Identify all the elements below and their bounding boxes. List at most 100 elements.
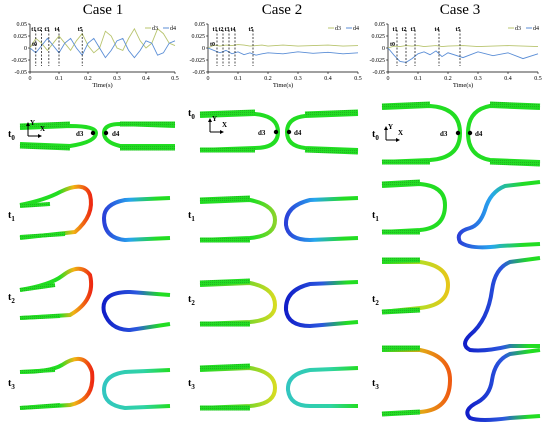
- y-tick-label: 0.025: [372, 34, 386, 40]
- time-marker-t0-label: t0: [32, 42, 37, 48]
- row-label-t1: t1: [372, 210, 379, 223]
- case1-t0-shape: d3 d4 Y X: [19, 119, 176, 151]
- x-tick-label: 0.3: [294, 76, 302, 82]
- probe-d4-label: d4: [294, 129, 302, 137]
- probe-d3-dot: [455, 130, 461, 136]
- probe-d3-dot: [273, 129, 279, 135]
- case2-t2-shape: [199, 278, 359, 329]
- case2-t1-shape: [199, 195, 359, 243]
- row-label-t3: t3: [8, 378, 15, 391]
- time-marker-label: t1: [213, 27, 218, 33]
- x-axis-label: Time(s): [92, 82, 112, 89]
- probe-d3-dot: [90, 130, 96, 136]
- time-marker-label: t5: [78, 27, 83, 33]
- y-tick-label: 0.05: [17, 22, 28, 28]
- x-tick-label: 0.3: [113, 76, 121, 82]
- time-marker-label: t3: [44, 27, 49, 33]
- y-tick-label: -0.025: [190, 58, 206, 64]
- row-label-t0: t0: [188, 108, 195, 121]
- row-label-t3: t3: [372, 378, 379, 391]
- probe-d4-dot: [103, 130, 109, 136]
- row-labels: t0 t1 t2 t3 t0 t1 t2 t3 t0 t1 t2 t3: [8, 108, 379, 391]
- case3-t1-shape: [381, 179, 541, 250]
- x-tick-label: 0.5: [171, 76, 179, 82]
- axis-y-letter: Y: [212, 115, 217, 123]
- row-label-t1: t1: [8, 210, 15, 223]
- y-tick-label: 0: [382, 46, 385, 52]
- legend-label-d3: d3: [515, 26, 521, 32]
- axis-y-letter: Y: [388, 123, 393, 131]
- x-tick-label: 0.2: [84, 76, 92, 82]
- series-d3-line: [29, 27, 176, 54]
- case3-title: Case 3: [440, 2, 480, 18]
- x-tick-label: 0.1: [234, 76, 242, 82]
- case1-t1-shape: [19, 184, 171, 243]
- time-marker-label: t4: [435, 27, 440, 33]
- y-tick-label: -0.05: [15, 70, 28, 76]
- row-label-t0: t0: [8, 129, 15, 142]
- x-tick-label: 0: [387, 76, 390, 82]
- time-marker-t0-label: t0: [390, 42, 395, 48]
- legend-label-d3: d3: [152, 26, 158, 32]
- axes-icon: Y X: [26, 119, 45, 138]
- probe-d3-label: d3: [258, 129, 266, 137]
- series-d3-line: [207, 44, 359, 49]
- legend-label-d4: d4: [170, 26, 176, 32]
- time-marker-label: t1: [31, 27, 36, 33]
- x-tick-label: 0.5: [534, 76, 542, 82]
- case2-title: Case 2: [262, 2, 302, 18]
- row-label-t1: t1: [188, 210, 195, 223]
- time-marker-t0-label: t0: [210, 42, 215, 48]
- probe-d3-label: d3: [76, 130, 84, 138]
- y-tick-label: 0.05: [375, 22, 386, 28]
- x-tick-label: 0.5: [354, 76, 362, 82]
- row-label-t0: t0: [372, 129, 379, 142]
- legend-label-d3: d3: [335, 26, 341, 32]
- case3-t3-shape: [381, 345, 541, 422]
- case1-t3-shape: [19, 356, 171, 411]
- y-tick-label: 0: [24, 46, 27, 52]
- time-marker-label: t2: [219, 27, 224, 33]
- x-tick-label: 0.4: [504, 76, 512, 82]
- time-marker-label: t2: [402, 27, 407, 33]
- y-tick-label: -0.025: [370, 58, 386, 64]
- probe-d4-label: d4: [475, 130, 483, 138]
- row-label-t2: t2: [188, 294, 195, 307]
- y-tick-label: 0.025: [14, 34, 28, 40]
- x-tick-label: 0.1: [414, 76, 422, 82]
- x-axis-label: Time(s): [273, 82, 293, 89]
- row-label-t2: t2: [8, 292, 15, 305]
- axes-icon: Y X: [384, 123, 403, 142]
- y-tick-label: 0.05: [195, 22, 206, 28]
- case3-t2-shape: [381, 256, 541, 353]
- case1-title: Case 1: [83, 2, 123, 18]
- probe-d4-dot: [286, 129, 292, 135]
- series-d3-line: [387, 45, 539, 49]
- probe-d3-label: d3: [440, 130, 448, 138]
- axis-x-letter: X: [222, 121, 227, 129]
- axis-y-letter: Y: [30, 119, 35, 127]
- case2-t3-shape: [199, 363, 359, 411]
- case2-t0-shape: d3 d4 Y X: [199, 109, 359, 155]
- x-tick-label: 0.2: [264, 76, 272, 82]
- time-marker-label: t2: [37, 27, 42, 33]
- time-marker-label: t3: [225, 27, 230, 33]
- time-marker-label: t3: [411, 27, 416, 33]
- x-tick-label: 0.4: [142, 76, 150, 82]
- y-tick-label: -0.025: [12, 58, 28, 64]
- time-marker-label: t1: [393, 27, 398, 33]
- legend-label-d4: d4: [353, 26, 359, 32]
- y-tick-label: -0.05: [193, 70, 206, 76]
- x-tick-label: 0: [207, 76, 210, 82]
- x-tick-label: 0.3: [474, 76, 482, 82]
- row-label-t2: t2: [372, 294, 379, 307]
- time-marker-label: t4: [231, 27, 236, 33]
- series-d4-line: [387, 47, 539, 63]
- legend-label-d4: d4: [533, 26, 539, 32]
- series-d4-line: [29, 37, 176, 59]
- probe-d4-label: d4: [112, 130, 120, 138]
- x-tick-label: 0.2: [444, 76, 452, 82]
- time-marker-label: t4: [55, 27, 60, 33]
